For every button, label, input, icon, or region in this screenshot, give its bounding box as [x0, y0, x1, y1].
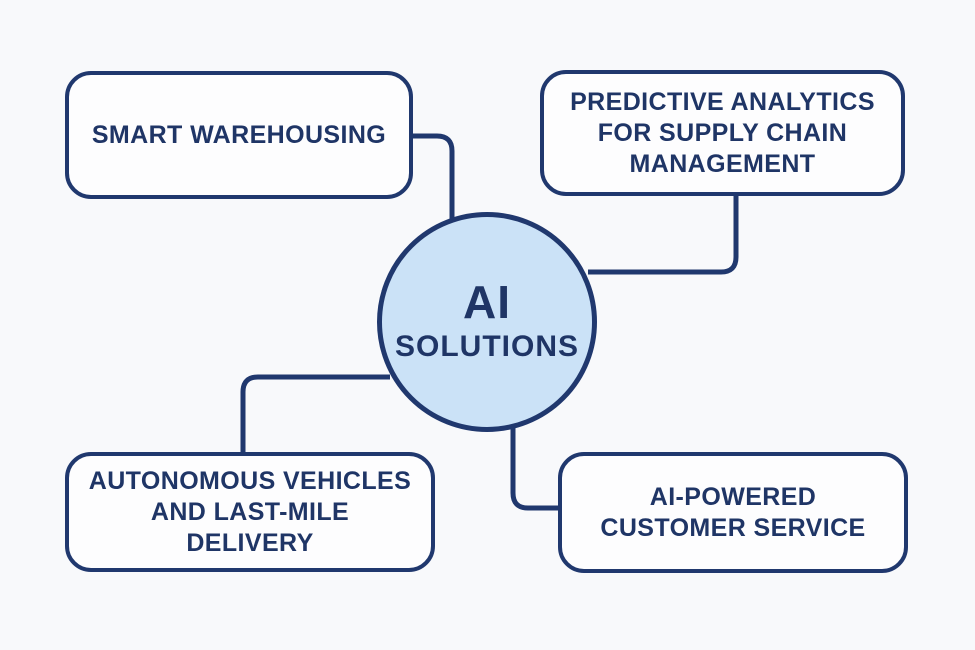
node-smart-warehousing: SMART WAREHOUSING — [65, 71, 413, 199]
center-node-ai-solutions: AI SOLUTIONS — [377, 212, 597, 432]
node-label-line: DELIVERY — [186, 528, 314, 557]
node-label-line: SMART WAREHOUSING — [91, 120, 387, 149]
node-ai-powered-customer-service: AI-POWERED CUSTOMER SERVICE — [558, 452, 908, 573]
node-label-line: CUSTOMER SERVICE — [600, 513, 866, 542]
center-subtitle: SOLUTIONS — [394, 329, 579, 363]
connector-customer-service — [510, 428, 558, 511]
node-label-line: MANAGEMENT — [629, 149, 816, 178]
node-label-line: AND LAST-MILE — [150, 497, 350, 526]
node-autonomous-vehicles: AUTONOMOUS VEHICLES AND LAST-MILE DELIVE… — [65, 452, 435, 572]
node-predictive-analytics: PREDICTIVE ANALYTICS FOR SUPPLY CHAIN MA… — [540, 70, 905, 196]
node-label-line: AUTONOMOUS VEHICLES — [88, 466, 412, 495]
node-label-line: AI-POWERED — [649, 482, 817, 511]
node-label-line: FOR SUPPLY CHAIN — [597, 118, 848, 147]
center-title: AI — [463, 276, 511, 329]
connector-smart-warehousing — [413, 133, 455, 219]
connector-autonomous-vehicles — [240, 374, 390, 452]
connector-predictive-analytics — [588, 196, 739, 275]
node-label-line: PREDICTIVE ANALYTICS — [570, 87, 875, 116]
